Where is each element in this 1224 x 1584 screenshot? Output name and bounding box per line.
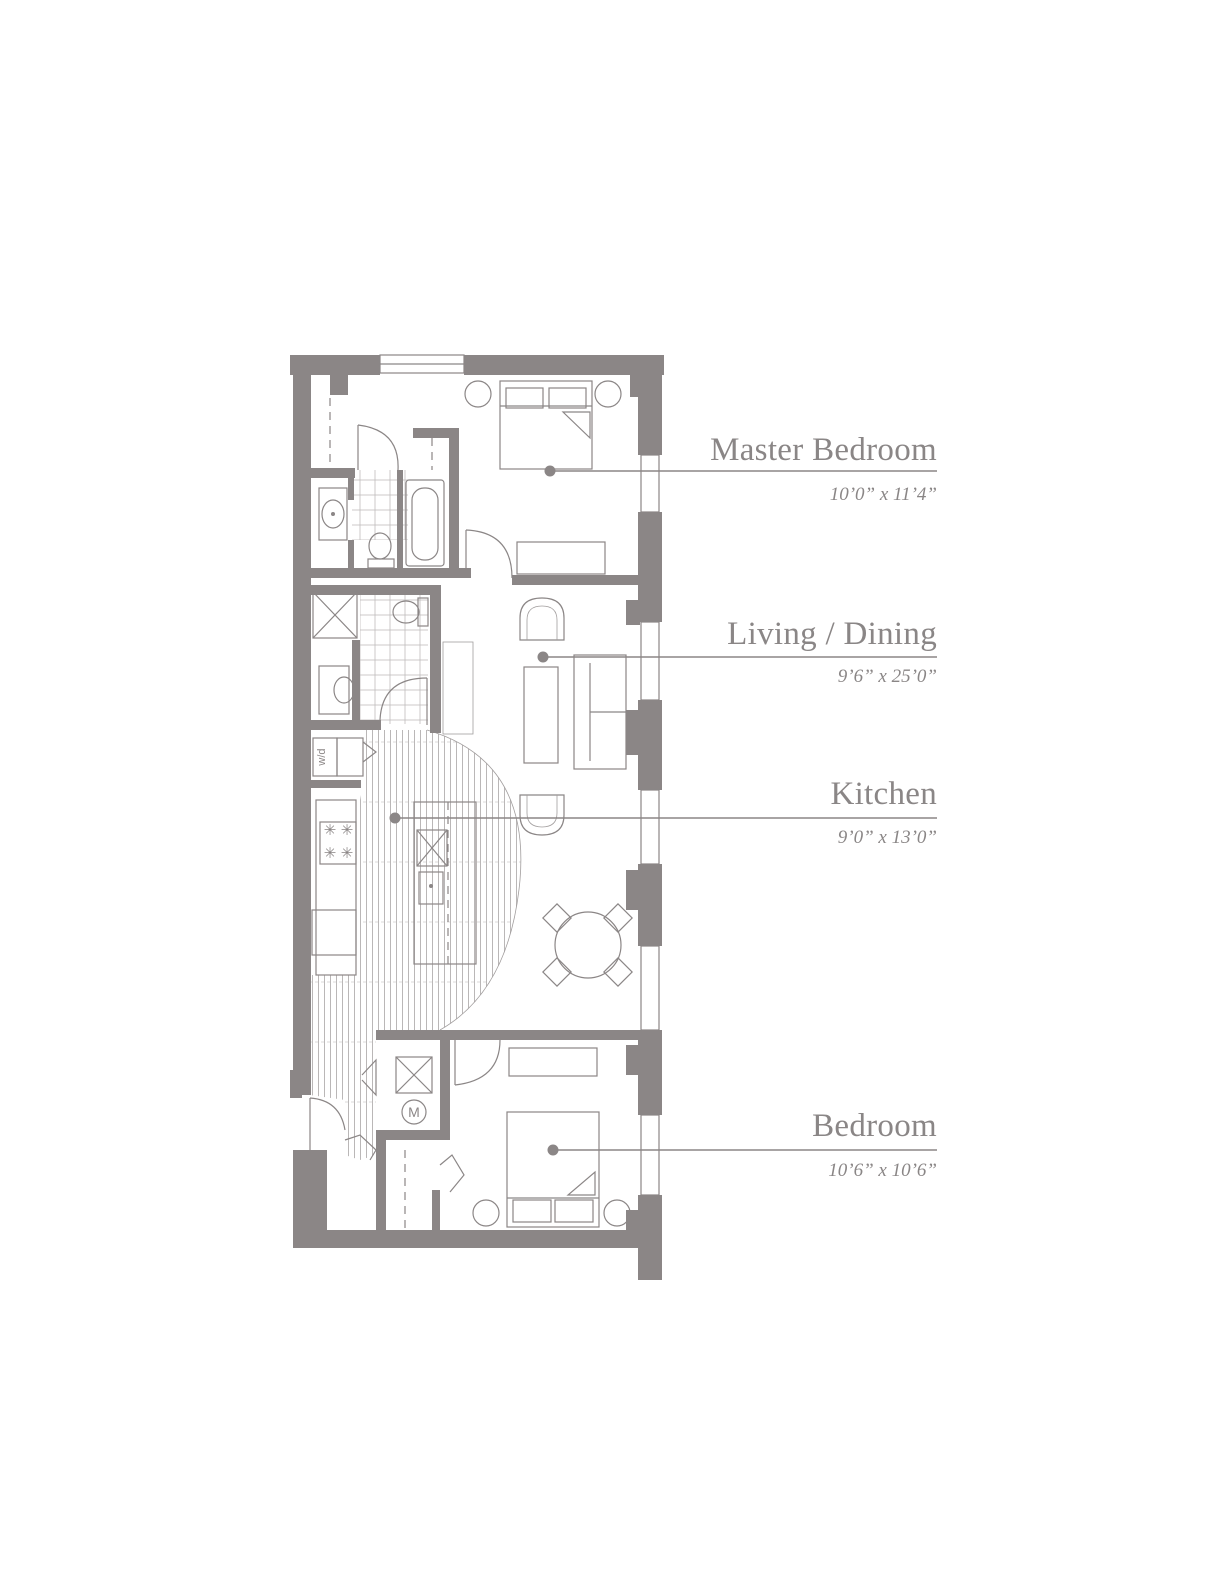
marker-kitchen bbox=[389, 812, 401, 824]
laundry: w/d bbox=[312, 737, 377, 777]
master-bedroom-dimensions: 10’0” x 11’4” bbox=[829, 484, 937, 505]
washer-dryer-label: w/d bbox=[316, 748, 328, 766]
mechanical-closet: M bbox=[395, 1056, 433, 1125]
living-dining-label: Living / Dining bbox=[727, 616, 937, 652]
marker-living bbox=[537, 651, 549, 663]
kitchen-dimensions: 9’0” x 13’0” bbox=[837, 827, 937, 848]
living-dining-dimensions: 9’6” x 25’0” bbox=[837, 666, 937, 687]
mechanical-label: M bbox=[408, 1104, 420, 1120]
kitchen-counters: ✳ ✳ ✳ ✳ bbox=[311, 799, 477, 976]
bath-2-tile bbox=[360, 592, 428, 724]
marker-master bbox=[544, 465, 556, 477]
kitchen-label: Kitchen bbox=[830, 776, 937, 812]
bedroom-furniture bbox=[472, 1047, 631, 1228]
bath-2-fixtures bbox=[312, 591, 429, 715]
master-furniture bbox=[464, 380, 622, 575]
living-furniture bbox=[442, 597, 633, 987]
walls bbox=[290, 354, 664, 1280]
svg-text:✳: ✳ bbox=[324, 823, 337, 839]
marker-bedroom bbox=[547, 1144, 559, 1156]
doors bbox=[309, 398, 513, 1228]
bedroom-dimensions: 10’6” x 10’6” bbox=[828, 1160, 937, 1181]
svg-text:✳: ✳ bbox=[341, 823, 354, 839]
svg-text:✳: ✳ bbox=[341, 846, 354, 862]
master-bath-fixtures bbox=[318, 479, 445, 569]
bedroom-label: Bedroom bbox=[812, 1108, 937, 1144]
svg-text:✳: ✳ bbox=[324, 846, 337, 862]
master-bedroom-label: Master Bedroom bbox=[710, 432, 937, 468]
leader-lines bbox=[389, 465, 937, 1156]
